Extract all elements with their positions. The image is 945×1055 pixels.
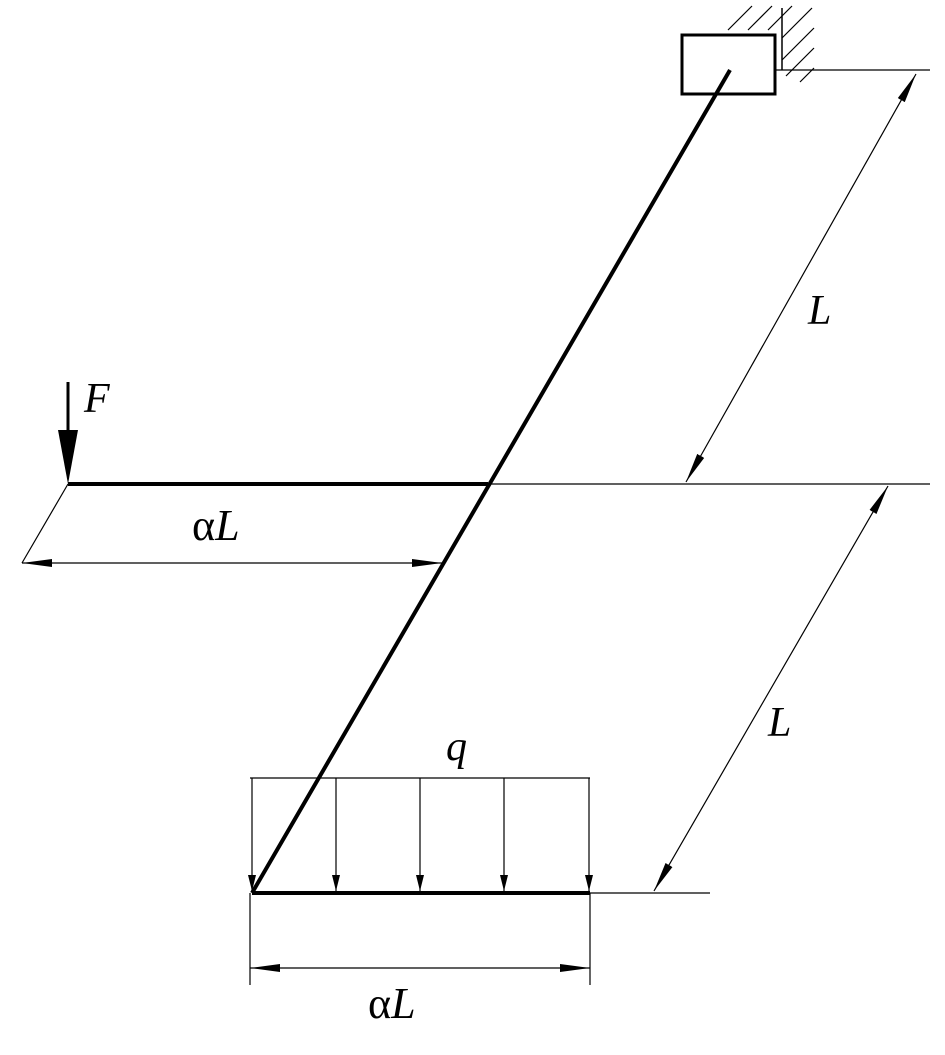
lower-arm-length-label: αL	[368, 979, 416, 1028]
extension-lines	[21, 69, 930, 985]
upper-arm-length-label: αL	[192, 501, 240, 550]
support-block	[680, 33, 777, 96]
fixed-support	[680, 5, 815, 96]
alpha-symbol: α	[368, 979, 391, 1028]
force-arrow	[58, 382, 78, 484]
lower-length-label: L	[767, 700, 791, 746]
support-hatching	[727, 5, 815, 83]
distributed-load	[248, 777, 593, 891]
alpha-symbol: α	[192, 501, 215, 550]
length-symbol: L	[214, 501, 239, 550]
lower-length-dimension	[653, 485, 889, 892]
force-label: F	[83, 376, 110, 422]
load-label: q	[446, 724, 467, 770]
upper-length-dimension	[685, 73, 917, 483]
inclined-member	[250, 68, 732, 895]
upper-length-label: L	[807, 288, 831, 334]
length-symbol: L	[390, 979, 415, 1028]
